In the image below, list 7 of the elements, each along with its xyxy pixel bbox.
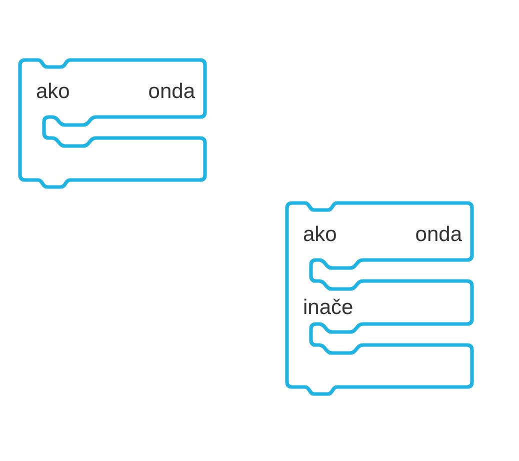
keyword-label: inače [303, 297, 354, 318]
keyword-label: onda [415, 224, 462, 245]
keyword-label: ako [303, 224, 337, 245]
if-else-block [283, 199, 476, 398]
if-block [16, 56, 209, 191]
keyword-label: ako [36, 81, 70, 102]
keyword-label: onda [148, 81, 195, 102]
